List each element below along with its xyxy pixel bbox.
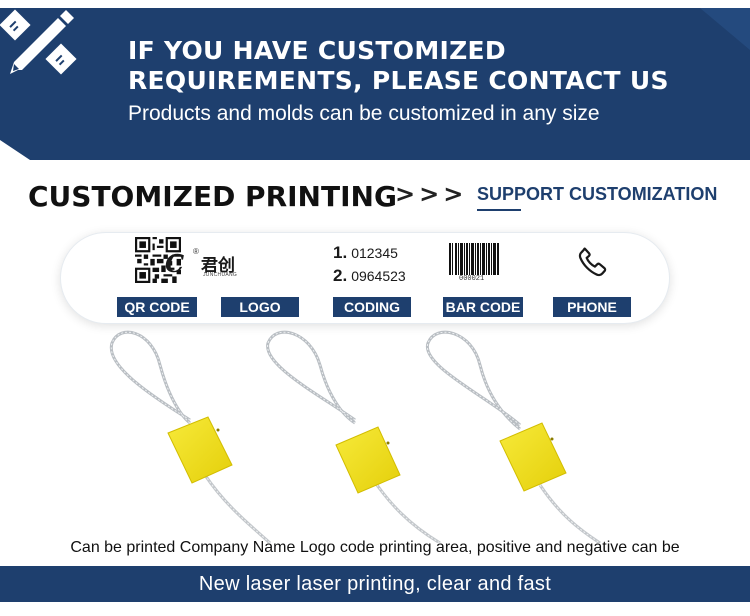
pencil-ruler-icon bbox=[0, 9, 77, 75]
logo-label: LOGO bbox=[221, 297, 299, 317]
banner-background bbox=[0, 8, 750, 160]
banner-subtitle: Products and molds can be customized in … bbox=[128, 102, 600, 125]
barcode-label: BAR CODE bbox=[443, 297, 523, 317]
banner-title-line1: IF YOU HAVE CUSTOMIZED bbox=[128, 36, 506, 65]
coding-line-2-value: 0964523 bbox=[351, 268, 406, 284]
logo-english-name: JUNCHUANG bbox=[203, 272, 238, 278]
logo-chinese-name: 君创 bbox=[201, 256, 235, 276]
coding-line-2: 2.0964523 bbox=[333, 266, 406, 286]
product-caption: Can be printed Company Name Logo code pr… bbox=[70, 539, 680, 556]
coding-label: CODING bbox=[333, 297, 411, 317]
barcode-number: 000021 bbox=[459, 275, 485, 283]
section-tag-underline bbox=[477, 209, 521, 211]
phone-icon bbox=[578, 247, 607, 277]
cable-seal-1 bbox=[109, 330, 272, 543]
qr-code-icon bbox=[135, 237, 181, 283]
section-tag: SUPPORT CUSTOMIZATION bbox=[477, 184, 718, 204]
cable-seal-icon bbox=[109, 330, 601, 543]
section-arrows: >>> bbox=[395, 180, 468, 208]
coding-line-1-value: 012345 bbox=[351, 245, 398, 261]
section-title: CUSTOMIZED PRINTING bbox=[28, 180, 397, 213]
banner-title-line2: REQUIREMENTS, PLEASE CONTACT US bbox=[128, 66, 669, 95]
printing-options-panel: QR CODE C ® 君创 JUNCHUANG LOGO 1.012345 2… bbox=[60, 232, 670, 324]
product-illustrations bbox=[0, 325, 750, 543]
logo-registered-mark: ® bbox=[193, 247, 199, 256]
logo-letter: C bbox=[165, 249, 185, 278]
footer-bar: New laser laser printing, clear and fast bbox=[0, 566, 750, 602]
coding-line-1: 1.012345 bbox=[333, 243, 398, 263]
cable-seal-2 bbox=[266, 330, 441, 543]
banner-title: IF YOU HAVE CUSTOMIZED REQUIREMENTS, PLE… bbox=[128, 36, 738, 96]
header-banner: IF YOU HAVE CUSTOMIZED REQUIREMENTS, PLE… bbox=[0, 0, 750, 160]
coding-line-2-number: 2. bbox=[333, 266, 348, 285]
qr-code-label: QR CODE bbox=[117, 297, 197, 317]
company-logo: C ® 君创 JUNCHUANG bbox=[165, 247, 265, 279]
phone-label: PHONE bbox=[553, 297, 631, 317]
coding-line-1-number: 1. bbox=[333, 243, 348, 262]
barcode-icon bbox=[449, 243, 499, 275]
cable-seal-3 bbox=[426, 330, 601, 543]
footer-text: New laser laser printing, clear and fast bbox=[198, 573, 552, 595]
